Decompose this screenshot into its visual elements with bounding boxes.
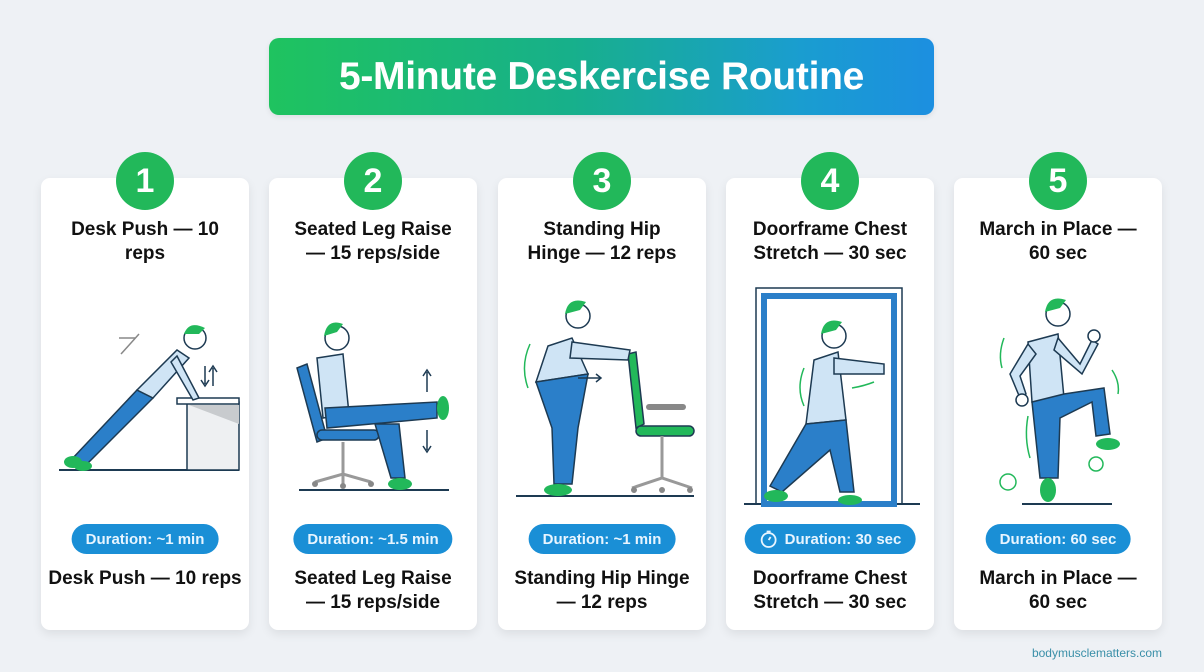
step-number-badge: 5 [1029,152,1087,210]
desk-push-illustration [49,278,241,510]
duration-text: Duration: ~1 min [542,530,662,548]
duration-text: Duration: 30 sec [784,530,902,548]
title-banner: 5-Minute Deskercise Routine [269,38,934,115]
stopwatch-icon [760,530,777,548]
duration-pill: Duration: ~1 min [71,524,219,554]
exercise-title: March in Place — 60 sec [979,219,1137,264]
step-number-badge: 3 [573,152,631,210]
duration-text: Duration: ~1 min [85,530,205,548]
exercise-caption: Seated Leg Raise — 15 reps/side [294,568,452,613]
duration-pill: Duration: 30 sec [744,524,916,554]
page-title: 5-Minute Deskercise Routine [338,54,865,98]
exercise-title: Doorframe Chest Stretch — 30 sec [752,219,908,264]
exercise-title: Standing Hip Hinge — 12 reps [527,219,677,264]
exercise-caption: Doorframe Chest Stretch — 30 sec [752,568,908,613]
exercise-caption: Standing Hip Hinge — 12 reps [514,568,690,613]
exercise-card-1: 1 Desk Push — 10 reps Duration: ~1 min D… [41,152,249,630]
seated-leg-raise-illustration [277,278,469,510]
duration-pill: Duration: ~1.5 min [293,524,453,554]
doorframe-stretch-illustration [734,278,926,510]
step-number-badge: 4 [801,152,859,210]
hip-hinge-illustration [506,278,698,510]
exercise-title: Seated Leg Raise — 15 reps/side [294,219,452,264]
exercise-caption: Desk Push — 10 reps [48,568,242,589]
step-number-badge: 2 [344,152,402,210]
source-credit: bodymusclematters.com [1031,646,1162,660]
exercise-title: Desk Push — 10 reps [71,219,219,264]
step-number-badge: 1 [116,152,174,210]
duration-text: Duration: ~1.5 min [307,530,439,548]
duration-pill: Duration: ~1 min [528,524,676,554]
exercise-card-4: 4 Doorframe Chest Stretch — 30 sec Durat… [726,152,934,630]
march-in-place-illustration [962,278,1154,510]
exercise-card-2: 2 Seated Leg Raise — 15 reps/side Durati… [269,152,477,630]
duration-pill: Duration: 60 sec [985,524,1131,554]
duration-text: Duration: 60 sec [999,530,1117,548]
exercise-caption: March in Place — 60 sec [979,568,1137,613]
exercise-card-3: 3 Standing Hip Hinge — 12 reps Duration:… [498,152,706,630]
exercise-card-5: 5 March in Place — 60 sec Duration: 60 s… [954,152,1162,630]
